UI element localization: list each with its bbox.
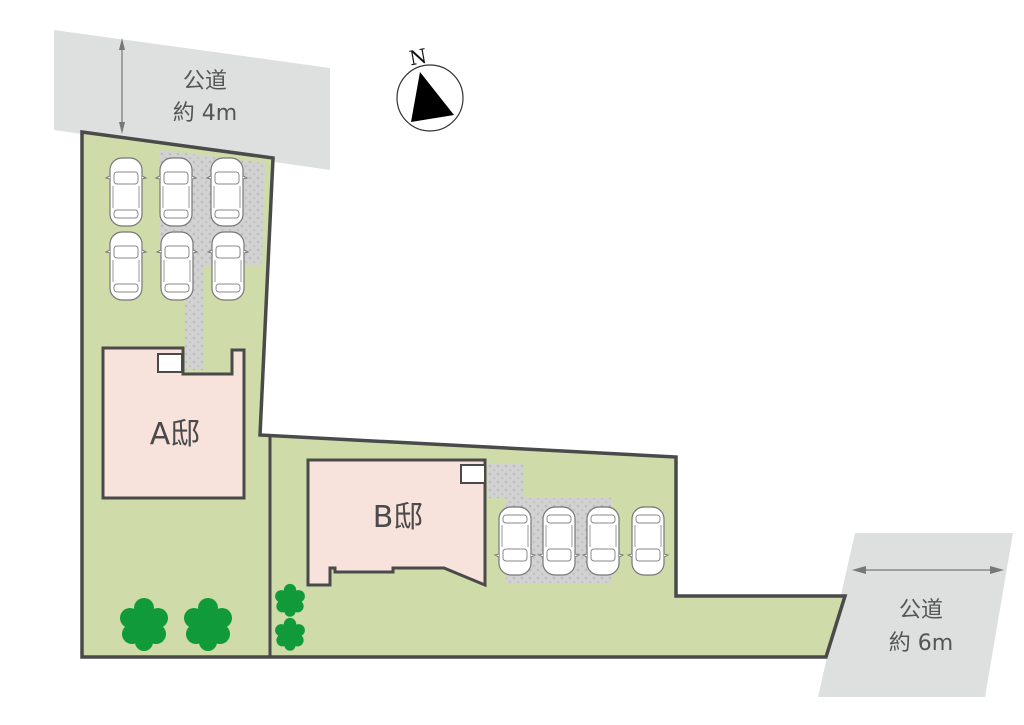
car-icon — [105, 157, 147, 227]
car-icon — [627, 506, 669, 576]
north-road — [54, 30, 330, 170]
north-road-name: 公道 — [183, 69, 227, 94]
east-road-name: 公道 — [899, 598, 943, 623]
north-road-width-arrow — [119, 38, 125, 134]
car-icon — [582, 506, 624, 576]
north-road-width: 約 4m — [173, 101, 237, 126]
paving-b-entry — [487, 463, 524, 498]
house-a-label: A邸 — [150, 417, 201, 452]
car-icon — [155, 157, 197, 227]
car-icon — [156, 231, 198, 301]
east-road-width: 約 6m — [889, 631, 953, 656]
house-a-entrance — [157, 353, 183, 373]
east-road-width-arrow — [852, 566, 1004, 574]
compass-north-label: N — [407, 44, 428, 71]
car-icon — [538, 506, 580, 576]
compass-icon: N — [396, 44, 464, 132]
car-icon — [494, 506, 536, 576]
east-road — [818, 533, 1013, 697]
car-icon — [207, 231, 249, 301]
house-b — [306, 458, 487, 588]
car-icon — [105, 231, 147, 301]
house-b-label: B邸 — [373, 500, 424, 535]
car-icon — [206, 157, 248, 227]
house-b-entrance — [460, 464, 486, 484]
